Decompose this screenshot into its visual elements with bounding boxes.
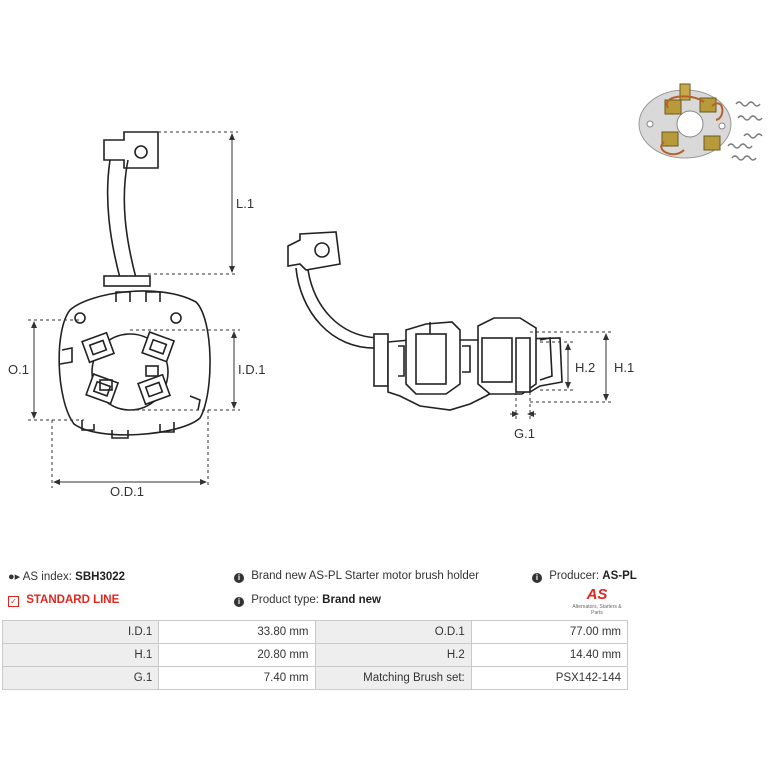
label-id1: I.D.1 <box>238 362 265 377</box>
as-index-label: AS index: <box>22 571 72 583</box>
as-index-value: SBH3022 <box>75 571 126 583</box>
product-type-label: Product type: <box>251 594 319 606</box>
standard-line: ✓ STANDARD LINE <box>8 594 119 607</box>
spec-value: 7.40 mm <box>158 666 316 690</box>
label-h2: H.2 <box>575 360 595 375</box>
spec-value: 33.80 mm <box>158 620 316 644</box>
info-icon: i <box>532 573 542 583</box>
product-type-value: Brand new <box>322 594 381 606</box>
side-view-dimensions <box>510 331 612 420</box>
side-view <box>287 231 563 411</box>
spec-label: H.1 <box>1 643 160 667</box>
spec-value: 77.00 mm <box>470 620 629 644</box>
producer-label: Producer: <box>549 570 600 582</box>
label-o1: O.1 <box>8 362 29 377</box>
spec-label: G.1 <box>1 666 160 690</box>
spec-value: 20.80 mm <box>158 643 316 667</box>
as-index: ●▸ AS index: SBH3022 <box>8 570 125 583</box>
logo-tagline: Alternators, Starters & Parts <box>572 604 622 616</box>
label-l1: L.1 <box>236 196 254 211</box>
spec-label: I.D.1 <box>1 620 160 644</box>
producer-value: AS-PL <box>602 570 637 582</box>
logo-mark: AS <box>586 586 608 603</box>
spec-label: H.2 <box>314 643 472 667</box>
label-g1: G.1 <box>514 426 535 441</box>
description-text: Brand new AS-PL Starter motor brush hold… <box>251 570 479 582</box>
tag-icon: ●▸ <box>8 571 21 583</box>
top-view <box>58 131 211 439</box>
info-icon: i <box>234 573 244 583</box>
producer: i Producer: AS-PL <box>532 570 637 583</box>
product-type: i Product type: Brand new <box>234 594 381 607</box>
product-photo <box>638 83 763 161</box>
spec-value: PSX142-144 <box>470 666 629 690</box>
table-row: G.1 7.40 mm Matching Brush set: PSX142-1… <box>1 666 629 690</box>
technical-drawing: L.1 O.1 I.D.1 O.D.1 <box>8 83 763 499</box>
checkbox-icon: ✓ <box>8 596 19 607</box>
spec-value: 14.40 mm <box>470 643 629 667</box>
label-h1: H.1 <box>614 360 634 375</box>
specs-table: I.D.1 33.80 mm O.D.1 77.00 mm H.1 20.80 … <box>1 620 629 690</box>
description: i Brand new AS-PL Starter motor brush ho… <box>234 570 479 583</box>
top-view-dimensions <box>28 131 240 488</box>
spec-label: Matching Brush set: <box>314 666 472 690</box>
table-row: I.D.1 33.80 mm O.D.1 77.00 mm <box>1 620 629 644</box>
spec-label: O.D.1 <box>314 620 472 644</box>
label-od1: O.D.1 <box>110 484 144 499</box>
as-pl-logo: AS Alternators, Starters & Parts <box>566 586 628 616</box>
standard-line-label: STANDARD LINE <box>26 594 120 606</box>
info-icon: i <box>234 597 244 607</box>
table-row: H.1 20.80 mm H.2 14.40 mm <box>1 643 629 667</box>
